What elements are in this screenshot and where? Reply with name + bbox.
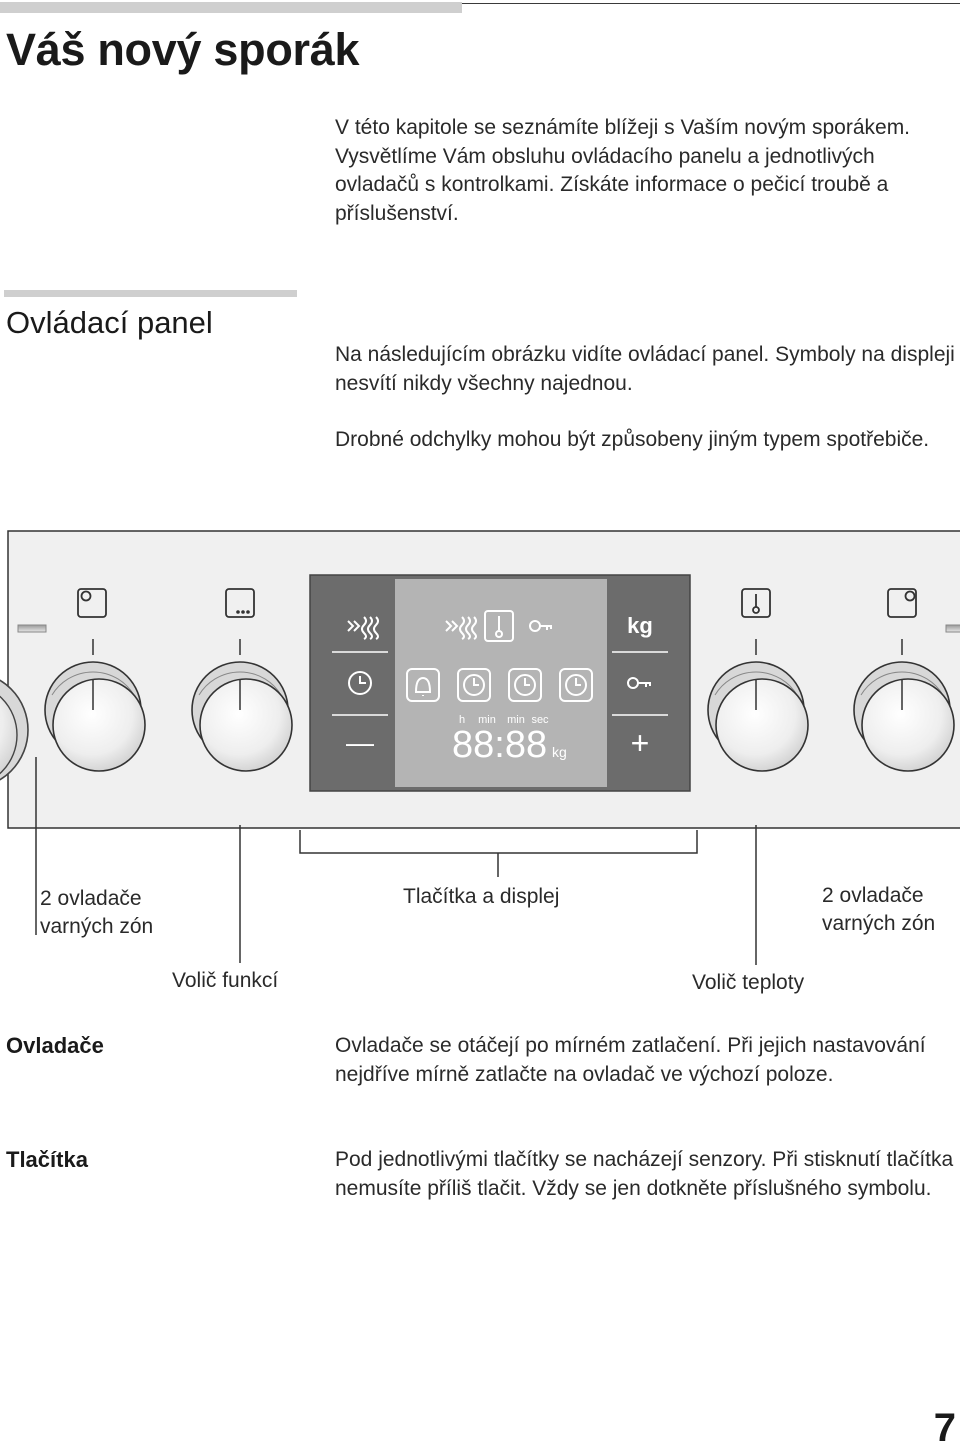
controls-description: Ovladače se otáčejí po mírném zatlačení.… [335,1034,926,1086]
key-lock-button[interactable] [627,677,651,689]
thermometer-icon [741,588,771,618]
knob-position-marks [92,639,903,655]
panel-note: Drobné odchylky mohou být způsobeny jiný… [335,428,930,451]
callout-function-selector: Volič funkcí [172,969,278,992]
section-rule [4,290,297,297]
callout-left-hobs-line1: 2 ovladače [40,887,142,910]
unit-hours: h [459,714,465,726]
display-digits: 88:88 [452,724,547,766]
svg-text:2 ovladače varných zón: 2 ovladače varných zón [822,884,935,935]
section-title: Ovládací panel [6,305,213,340]
clock-button[interactable] [348,671,372,695]
callout-right-hobs-line2: varných zón [822,912,935,935]
page-title: Váš nový sporák [6,24,360,75]
rapid-heat-button[interactable] [347,616,379,640]
callout-buttons-display: Tlačítka a displej [403,885,559,908]
control-panel-diagram: — kg + h min mi [0,530,960,994]
rapid-heat-icon [445,616,477,640]
unit-seconds: sec [531,714,549,726]
cooktop-back-right-icon [887,588,917,618]
callout-right-hobs-line1: 2 ovladače [822,884,924,907]
display-screen [395,579,607,787]
cooktop-front-left-icon [77,588,107,618]
top-rule [0,2,462,13]
panel-trim-right [945,624,960,633]
panel-description: Na následujícím obrázku vidíte ovládací … [335,343,955,395]
function-selector-knob[interactable] [191,661,293,772]
display-thermometer-icon [484,610,514,642]
buttons-description: Pod jednotlivými tlačítky se nacházejí s… [335,1148,954,1200]
knob-hob-left[interactable] [44,661,146,772]
temperature-selector-knob[interactable] [707,661,809,772]
end-time-icon [508,668,542,702]
unit-minutes-1: min [478,714,496,726]
display-key-lock-icon [529,620,552,632]
display-weight-unit: kg [552,744,567,760]
knob-hob-left-edge[interactable] [0,672,29,788]
cooktop-more-icon [225,588,255,618]
intro-paragraph: V této kapitole se seznámíte blížeji s V… [335,116,911,225]
minus-button[interactable]: — [346,727,374,758]
callout-temperature-selector: Volič teploty [692,971,805,994]
knob-hob-right[interactable] [853,661,955,772]
timer-bell-icon [406,668,440,702]
buttons-term: Tlačítka [6,1147,88,1172]
top-rule-line [462,3,960,4]
cook-time-icon [457,668,491,702]
page-number: 7 [933,1406,956,1450]
unit-minutes-2: min [507,714,525,726]
callout-lines [35,757,757,965]
controls-term: Ovladače [6,1033,104,1058]
timer-clock-icon [559,668,593,702]
svg-text:2 ovladače varných zón: 2 ovladače varných zón [40,887,153,938]
panel-trim-left [17,624,47,633]
callout-left-hobs-line2: varných zón [40,915,153,938]
plus-button[interactable]: + [631,725,650,761]
weight-button[interactable]: kg [627,613,653,638]
